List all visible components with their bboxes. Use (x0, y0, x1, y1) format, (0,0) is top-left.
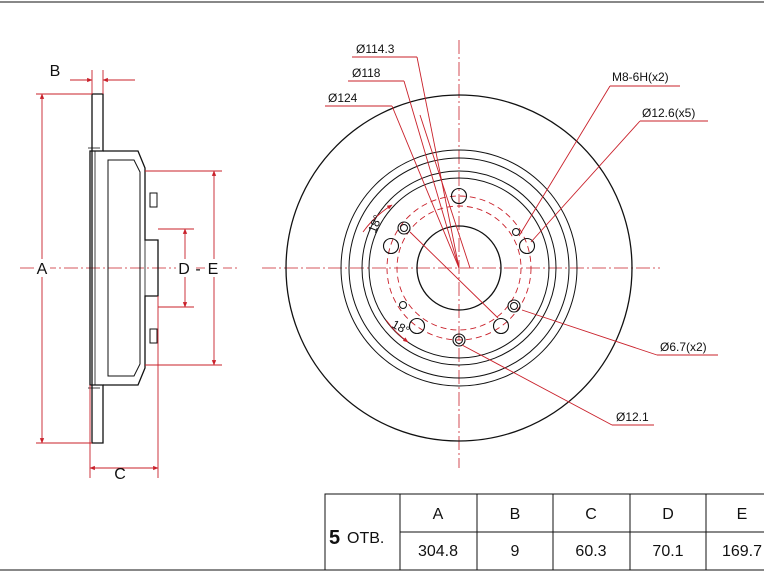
leader-small-holes (521, 309, 658, 356)
callout-thread: M8-6H(x2) (612, 70, 669, 84)
leader-d124 (391, 105, 460, 269)
table-header-b: B (510, 506, 521, 523)
dim-b-label: B (50, 63, 61, 80)
table-header-a: A (433, 506, 444, 523)
stud-hole (408, 317, 426, 335)
front-view: 18° 18° Ø114.3 Ø118 Ø124 M8-6H(x2) Ø12.6… (262, 40, 718, 468)
callout-d114: Ø114.3 (356, 42, 395, 56)
threaded-hole-core (510, 302, 518, 310)
dim-d-gap (176, 259, 194, 277)
holes-suffix: ОТВ. (347, 530, 384, 547)
leader-cross-b (419, 114, 471, 269)
hat-outer (348, 157, 570, 379)
stud-hole (450, 187, 468, 205)
table-header-e: E (737, 506, 748, 523)
hub-face-ring (368, 177, 550, 359)
bolt-circle (386, 195, 532, 341)
dim-c-label: C (114, 466, 126, 483)
hat-step (361, 170, 557, 366)
angle-bottom-label: 18° (389, 317, 412, 338)
holes-count: 5 (329, 527, 340, 549)
table-header-c: C (585, 506, 597, 523)
angle-arc-top (362, 204, 393, 233)
table-value-e: 169.7 (722, 543, 762, 560)
threaded-hole (397, 221, 411, 235)
table-value-b: 9 (511, 543, 520, 560)
table-header-d: D (662, 506, 674, 523)
callout-small-holes: Ø6.7(x2) (660, 340, 707, 354)
table-value-a: 304.8 (418, 543, 458, 560)
angle-top-label: 18° (365, 213, 385, 235)
friction-ring-inner (340, 149, 578, 387)
table-value-d: 70.1 (652, 543, 683, 560)
hub-hat (103, 150, 159, 386)
hub-inner (107, 159, 141, 377)
stud-boss-top (149, 192, 158, 208)
stud-hole (382, 237, 400, 255)
leader-center-hole (461, 344, 613, 426)
dim-e-gap (205, 259, 223, 277)
dim-a-gap (34, 259, 50, 277)
dim-d-label: D (178, 261, 190, 278)
leader-holes (530, 120, 641, 243)
callout-holes: Ø12.6(x5) (642, 106, 695, 120)
rotor-outer-edge (285, 94, 633, 442)
stud-hole (518, 237, 536, 255)
table-value-c: 60.3 (575, 543, 606, 560)
angle-arc-bottom (385, 319, 409, 343)
small-hole (512, 228, 520, 236)
center-bore (416, 225, 502, 311)
small-hole (399, 301, 407, 309)
leader-d118 (403, 80, 460, 269)
stud-holes (382, 187, 536, 335)
center-hole (452, 333, 466, 347)
dim-de-dash: - (195, 261, 200, 278)
leader-d114 (416, 56, 460, 269)
callout-d124: Ø124 (328, 91, 358, 105)
leader-cross-a (409, 231, 499, 319)
center-hole-core (455, 336, 463, 344)
rotor-plate (89, 93, 104, 444)
stud-boss-bottom (149, 328, 158, 344)
leader-thread (518, 85, 611, 237)
dim-a-label: A (37, 261, 48, 278)
small-hole-circle (396, 205, 522, 331)
threaded-hole-core (400, 224, 408, 232)
side-view: A B C D E - (20, 63, 240, 483)
threaded-hole (507, 299, 521, 313)
dim-e-label: E (208, 261, 219, 278)
callout-center-hole: Ø12.1 (616, 410, 649, 424)
callout-d118: Ø118 (352, 66, 381, 80)
stud-hole (492, 317, 510, 335)
